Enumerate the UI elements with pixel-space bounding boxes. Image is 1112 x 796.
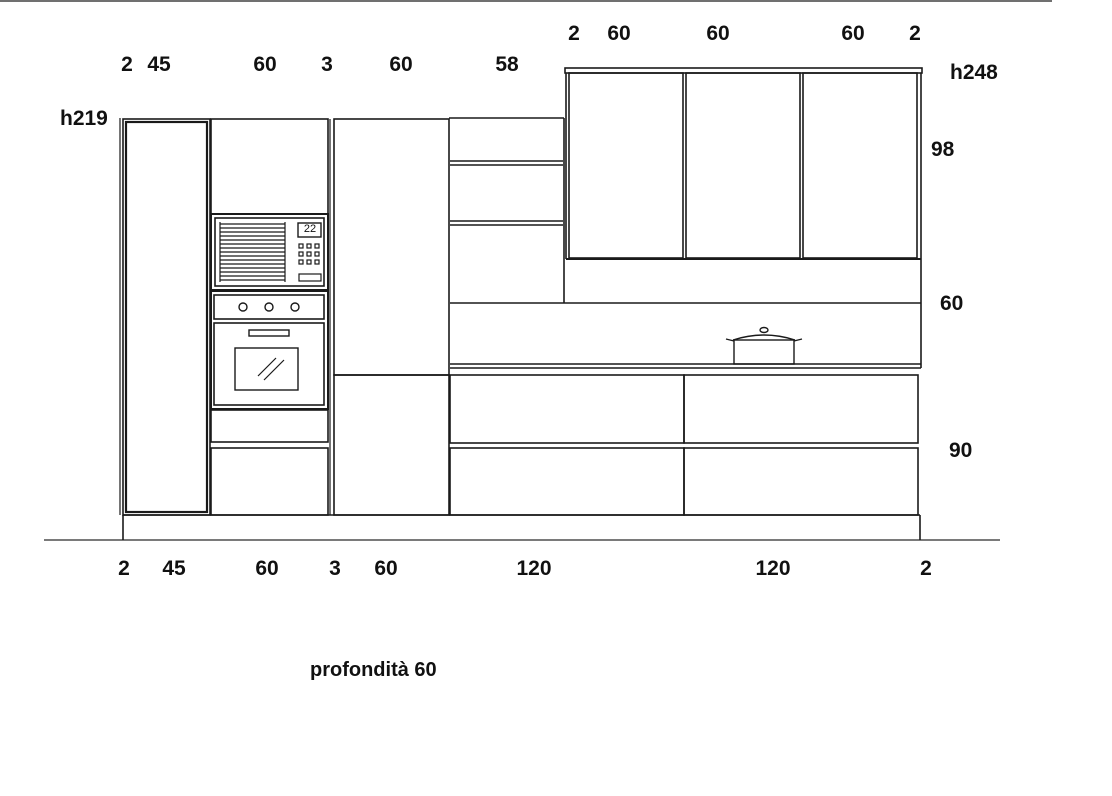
upper-width-2: 2 (121, 53, 133, 76)
upper-width-60-a: 60 (253, 53, 277, 76)
appliance-column-drawer (210, 409, 329, 443)
wall-width-2-left: 2 (568, 22, 580, 45)
tall-cabinet-left (119, 118, 211, 516)
upper-width-3: 3 (321, 53, 333, 76)
plinth (122, 514, 921, 540)
bottom-width-45: 45 (162, 557, 186, 580)
left-height-label: h219 (60, 107, 108, 130)
bottom-width-3: 3 (329, 557, 341, 580)
wall-width-60-a: 60 (607, 22, 631, 45)
section-height-90: 90 (949, 439, 973, 462)
wall-cabinets (564, 67, 923, 303)
wall-width-2-right: 2 (909, 22, 921, 45)
bottom-width-60-b: 60 (374, 557, 398, 580)
section-height-98: 98 (931, 138, 955, 161)
bottom-width-120-b: 120 (755, 557, 791, 580)
bottom-width-60-a: 60 (255, 557, 279, 580)
microwave-display: 22 (303, 223, 317, 235)
fridge-column (333, 118, 450, 516)
upper-width-45: 45 (147, 53, 171, 76)
open-shelf-unit (449, 117, 921, 304)
appliance-column-top-door (210, 118, 329, 215)
depth-note: profondità 60 (310, 659, 437, 681)
appliance-column (210, 118, 329, 516)
microwave-icon (210, 213, 329, 291)
oven-icon (210, 290, 329, 410)
upper-width-58: 58 (495, 53, 519, 76)
bottom-width-2-right: 2 (920, 557, 932, 580)
right-height-label: h248 (950, 61, 998, 84)
wall-width-60-b: 60 (706, 22, 730, 45)
pot-icon (725, 326, 803, 365)
section-height-60: 60 (940, 292, 964, 315)
bottom-width-2-left: 2 (118, 557, 130, 580)
worktop (450, 303, 922, 369)
bottom-width-120-a: 120 (516, 557, 552, 580)
base-cabinets (449, 374, 919, 516)
upper-width-60-b: 60 (389, 53, 413, 76)
appliance-column-bottom-drawer (210, 447, 329, 516)
wall-width-60-c: 60 (841, 22, 865, 45)
